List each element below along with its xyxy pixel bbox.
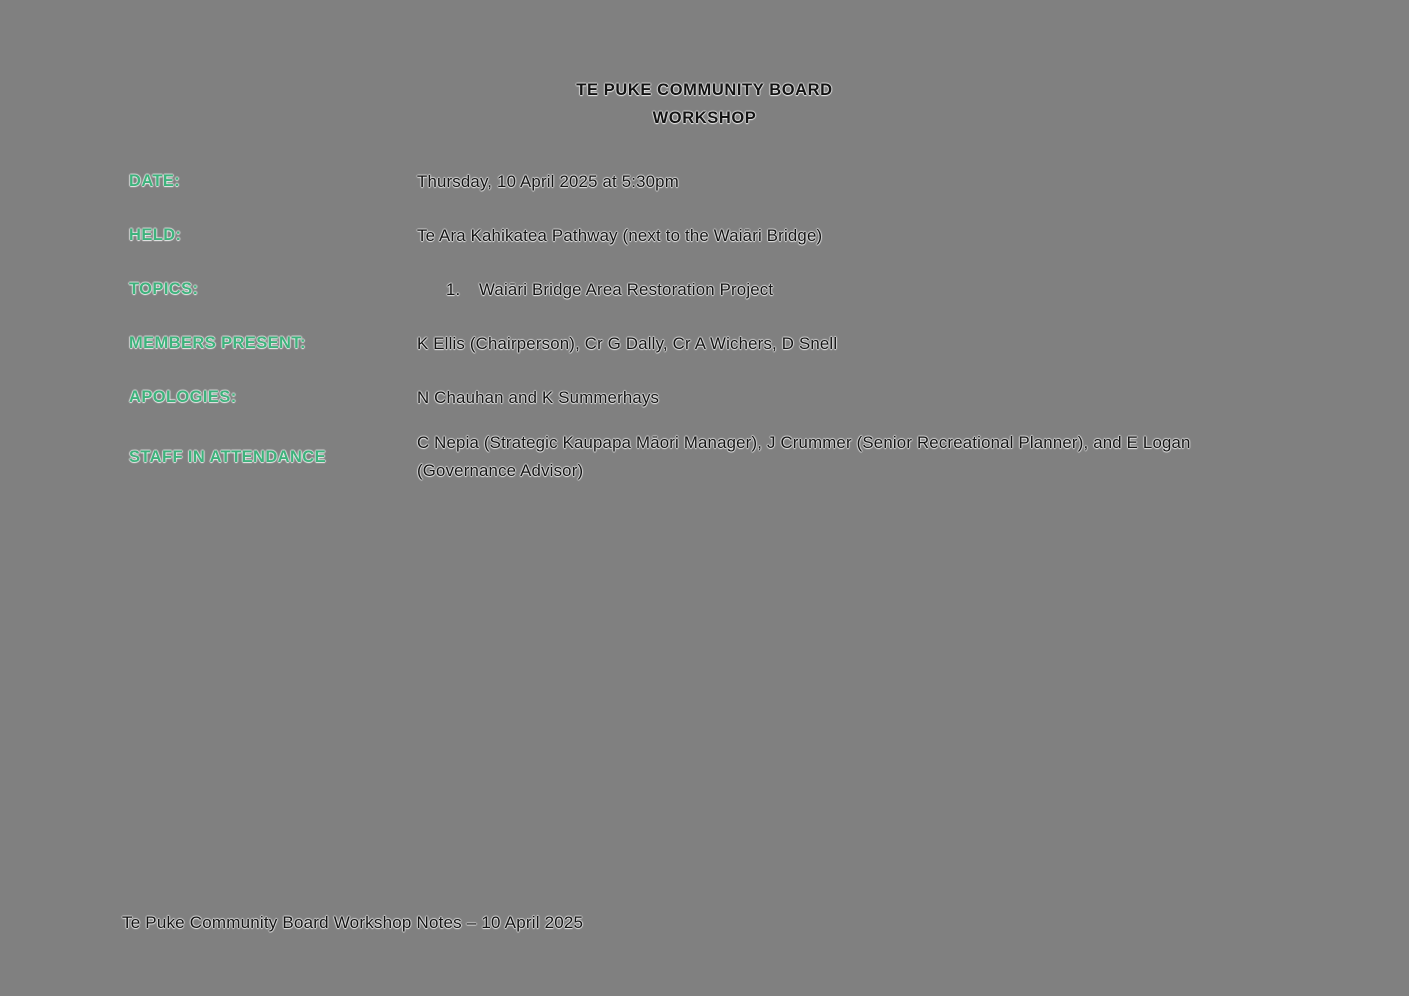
apologies-value: N Chauhan and K Summerhays — [417, 388, 660, 407]
topics-list: 1. Waiāri Bridge Area Restoration Project — [417, 281, 773, 298]
staff-value: C Nepia (Strategic Kaupapa Māori Manager… — [417, 433, 1191, 480]
meta-row-apologies: APOLOGIES: N Chauhan and K Summerhays — [129, 388, 1289, 407]
document-title: TE PUKE COMMUNITY BOARD WORKSHOP — [0, 76, 1409, 132]
held-label: HELD: — [129, 226, 182, 244]
date-value: Thursday, 10 April 2025 at 5:30pm — [417, 172, 679, 191]
meta-row-staff: STAFF IN ATTENDANCE C Nepia (Strategic K… — [129, 429, 1289, 485]
topic-number: 1. — [446, 280, 461, 299]
title-line-1: TE PUKE COMMUNITY BOARD — [576, 81, 833, 99]
date-label: DATE: — [129, 172, 181, 190]
members-label: MEMBERS PRESENT: — [129, 334, 306, 352]
apologies-label: APOLOGIES: — [129, 388, 237, 406]
topics-label: TOPICS: — [129, 280, 199, 298]
members-value: K Ellis (Chairperson), Cr G Dally, Cr A … — [417, 334, 838, 353]
staff-label: STAFF IN ATTENDANCE — [129, 448, 327, 466]
meta-row-members: MEMBERS PRESENT: K Ellis (Chairperson), … — [129, 334, 1289, 353]
meta-table: DATE: Thursday, 10 April 2025 at 5:30pm … — [129, 173, 1289, 485]
topic-text: Waiāri Bridge Area Restoration Project — [479, 280, 774, 299]
meta-row-held: HELD: Te Ara Kahikatea Pathway (next to … — [129, 226, 1289, 245]
page-footer: Te Puke Community Board Workshop Notes –… — [122, 913, 584, 932]
held-value: Te Ara Kahikatea Pathway (next to the Wa… — [417, 226, 823, 245]
meta-row-date: DATE: Thursday, 10 April 2025 at 5:30pm — [129, 172, 1289, 191]
meta-row-topics: TOPICS: 1. Waiāri Bridge Area Restoration… — [129, 280, 1289, 299]
title-line-2: WORKSHOP — [652, 109, 757, 127]
